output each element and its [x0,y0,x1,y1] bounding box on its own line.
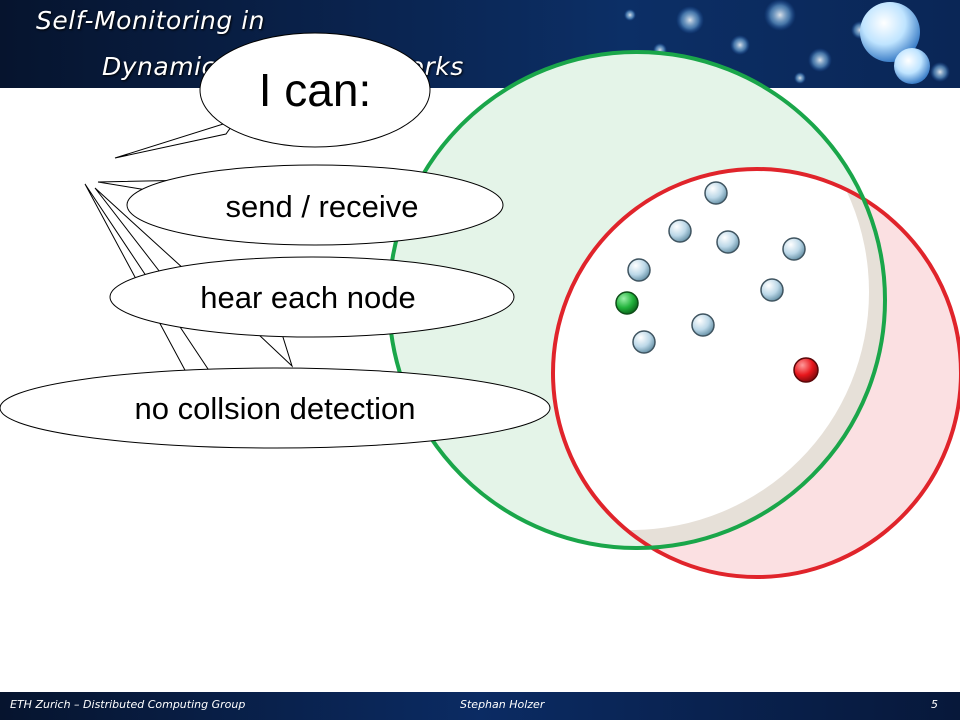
callout-i-can-text: I can: [259,64,372,116]
footer-author: Stephan Holzer [460,698,545,711]
node [704,181,728,205]
nodes [615,181,819,383]
red-range-circle [551,167,960,579]
callout-i-can [199,32,431,148]
red-node [793,357,819,383]
node [716,230,740,254]
disco-ball-small [894,48,930,84]
callout-hear-each-node [109,256,515,338]
footer-bar: ETH Zurich – Distributed Computing Group… [0,692,960,720]
footer-page-number: 5 [931,698,938,711]
callout-send-receive [126,164,504,246]
callout-hear-each-node-text: hear each node [200,280,415,315]
green-node [615,291,639,315]
footer-affiliation: ETH Zurich – Distributed Computing Group [10,698,246,711]
node [760,278,784,302]
node [668,219,692,243]
callout-send-receive-text: send / receive [226,189,419,224]
slide-title-line-1: Self-Monitoring in [36,6,266,35]
node [627,258,651,282]
callout-no-collision-detection-text: no collsion detection [135,391,416,426]
callout-no-collision-detection [0,367,551,449]
disco-ball-large [860,2,920,62]
node [632,330,656,354]
node [782,237,806,261]
node [691,313,715,337]
